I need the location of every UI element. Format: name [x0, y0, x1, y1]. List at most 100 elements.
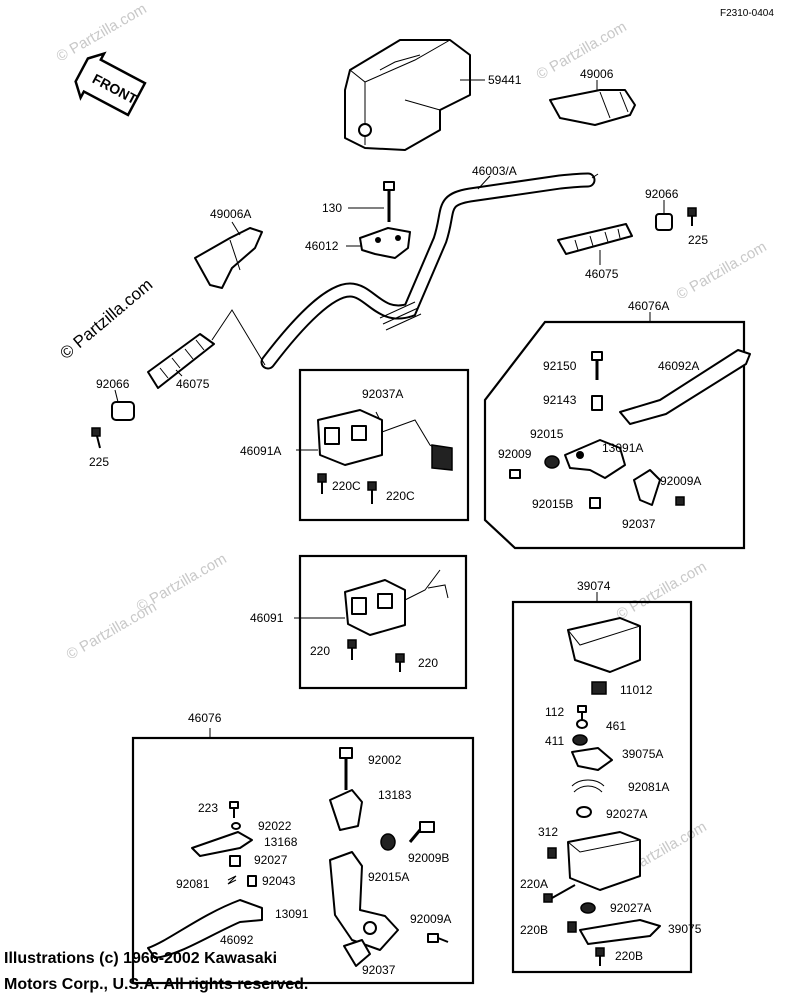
screw-92009a-lower-icon [427, 933, 449, 943]
label-49006: 49006 [580, 67, 614, 81]
label-92009: 92009 [498, 447, 532, 461]
label-411: 411 [545, 734, 564, 748]
label-13091a: 13091A [602, 441, 643, 455]
pin-92043-icon [247, 875, 257, 887]
weight-92066-right-icon [655, 213, 673, 231]
label-312: 312 [538, 825, 558, 839]
label-59441: 59441 [488, 73, 522, 87]
spring-92081a-icon [571, 779, 605, 793]
screw-220c-2-icon [367, 481, 377, 504]
washer-461-icon [576, 719, 588, 729]
label-220a: 220A [520, 877, 548, 891]
label-225-left: 225 [89, 455, 109, 469]
label-46003a: 46003/A [472, 164, 517, 178]
bolt-92002-icon [339, 747, 353, 790]
bolt-112-icon [577, 705, 587, 720]
cover-39074-icon [567, 617, 641, 673]
label-220-1: 220 [310, 644, 330, 658]
housing-312-icon [547, 831, 641, 891]
label-46091a: 46091A [240, 444, 281, 458]
label-220c-1: 220C [332, 479, 361, 493]
holder-92037-icon [633, 469, 661, 506]
lever-39075a-icon [571, 747, 613, 771]
screw-220b-2-icon [595, 947, 605, 966]
box-46076a [483, 320, 746, 550]
label-92027: 92027 [254, 853, 288, 867]
label-92009b: 92009B [408, 851, 449, 865]
collar-92027-icon [229, 855, 241, 867]
screw-92009b-icon [408, 821, 435, 843]
label-92037-lower: 92037 [362, 963, 396, 977]
switch-46091a-icon [317, 409, 453, 471]
label-46076a: 46076A [628, 299, 669, 313]
label-92037: 92037 [622, 517, 656, 531]
oring-92027a-1-icon [576, 806, 592, 818]
label-13168: 13168 [264, 835, 298, 849]
watermark: © Partzilla.com [134, 550, 230, 615]
label-92043: 92043 [262, 874, 296, 888]
label-39075: 39075 [668, 922, 702, 936]
cover-59441-icon [344, 39, 471, 151]
label-46092a: 46092A [658, 359, 699, 373]
label-112: 112 [545, 705, 564, 719]
clamp-46012-icon [359, 227, 411, 259]
grip-46075-left-icon [147, 333, 215, 389]
bracket-13091a-icon [564, 439, 626, 479]
diagram-code: F2310-0404 [720, 8, 774, 19]
label-46012: 46012 [305, 239, 339, 253]
label-13091: 13091 [275, 907, 309, 921]
screw-220b-icon [395, 653, 405, 672]
label-46076: 46076 [188, 711, 222, 725]
collar-92143-icon [591, 395, 603, 411]
screw-220a-housing-icon [543, 884, 576, 903]
box-46091 [298, 554, 468, 690]
label-92015a: 92015A [368, 870, 409, 884]
label-46075-right: 46075 [585, 267, 619, 281]
nut-92015b-icon [589, 497, 601, 509]
label-130: 130 [322, 201, 342, 215]
switch-46091-icon [344, 569, 449, 636]
label-92009a: 92009A [660, 474, 701, 488]
screw-220c-1-icon [317, 473, 327, 494]
label-92037a: 92037A [362, 387, 403, 401]
label-46091: 46091 [250, 611, 284, 625]
watermark: © Partzilla.com [614, 558, 710, 623]
label-92015b: 92015B [532, 497, 573, 511]
lever-46092-icon [147, 899, 263, 959]
box-46076 [131, 736, 475, 985]
plate-13183-icon [329, 789, 363, 831]
washer-92015-icon [544, 455, 560, 469]
label-220c-2: 220C [386, 489, 415, 503]
label-39074: 39074 [577, 579, 611, 593]
screw-225-left-icon [91, 427, 101, 449]
label-92081: 92081 [176, 877, 210, 891]
hand-guard-49006a-icon [194, 227, 263, 289]
label-49006a: 49006A [210, 207, 251, 221]
label-223: 223 [198, 801, 218, 815]
hand-guard-49006-icon [549, 89, 636, 126]
oring-92027a-2-icon [580, 902, 596, 914]
bracket-13091-icon [329, 851, 399, 951]
label-92027a-2: 92027A [610, 901, 651, 915]
grip-46075-right-icon [557, 223, 633, 255]
label-220b-1: 220B [520, 923, 548, 937]
label-46075-left: 46075 [176, 377, 210, 391]
label-220b-2: 220B [615, 949, 643, 963]
label-92009a-lower: 92009A [410, 912, 451, 926]
screw-220b-1-icon [567, 921, 577, 933]
label-225-right: 225 [688, 233, 708, 247]
cap-11012-icon [591, 681, 607, 695]
label-92022: 92022 [258, 819, 292, 833]
label-92015: 92015 [530, 427, 564, 441]
label-92066-right: 92066 [645, 187, 679, 201]
label-39075a: 39075A [622, 747, 663, 761]
washer-411-icon [572, 734, 588, 746]
box-46091a [298, 368, 470, 522]
screw-223-icon [229, 801, 239, 818]
lever-13168-icon [191, 831, 253, 857]
watermark: © Partzilla.com [674, 238, 770, 303]
label-92027a-1: 92027A [606, 807, 647, 821]
handlebar-46003a-icon [260, 172, 596, 370]
label-461: 461 [606, 719, 626, 733]
label-11012: 11012 [620, 683, 653, 697]
